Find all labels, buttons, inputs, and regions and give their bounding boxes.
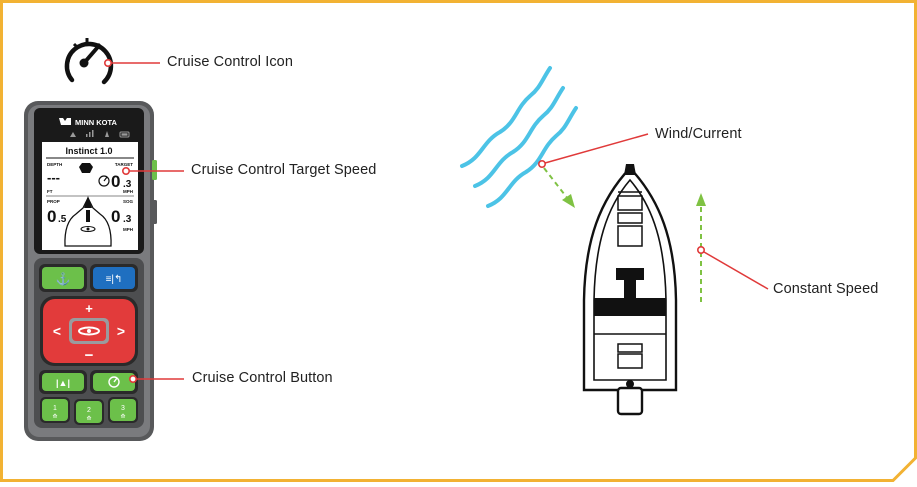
preset-2-button[interactable] — [76, 401, 102, 423]
cruise-control-gauge-icon — [64, 38, 114, 85]
callout-cruise-control-button: Cruise Control Button — [192, 370, 333, 386]
battery-icon — [119, 131, 130, 138]
menu-back-button[interactable] — [93, 267, 135, 289]
screen-title: Instinct 1.0 — [65, 146, 112, 156]
outboard-motor — [616, 386, 644, 416]
prop-icon — [78, 326, 100, 336]
menu-back-icon: ≡|↰ — [106, 274, 123, 285]
callout-line-wind-current — [537, 133, 649, 169]
sog-unit: MPH — [123, 227, 133, 232]
wave-1 — [460, 66, 552, 168]
target-speed-decimal: .3 — [123, 179, 132, 190]
preset-3-button[interactable] — [110, 399, 136, 421]
target-speed-value: 0 — [111, 172, 120, 191]
wave-2 — [473, 86, 565, 188]
signal-icon — [86, 134, 88, 137]
minus-button[interactable]: − — [85, 347, 94, 364]
wave-3 — [486, 106, 578, 208]
prop-value: 0 — [47, 207, 56, 226]
sog-label: SOG — [123, 199, 134, 204]
remote-control: MINN KOTA Instinct 1.0 DEPTH --- FT TARG… — [24, 101, 157, 441]
preset-1-button[interactable] — [42, 399, 68, 421]
callout-line-cruise-button — [129, 374, 184, 383]
seat-bench — [594, 298, 666, 316]
preset-2-label: 2 — [87, 407, 91, 414]
preset-3-label: 3 — [121, 405, 125, 412]
callout-constant-speed: Constant Speed — [773, 281, 879, 297]
preset-3-icon: ⟰ — [120, 413, 125, 420]
callout-wind-current: Wind/Current — [655, 126, 742, 142]
preset-1-icon: ⟰ — [52, 413, 57, 420]
left-button[interactable]: < — [53, 323, 61, 339]
preset-2-icon: ⟰ — [86, 415, 91, 422]
gps-icon — [70, 132, 76, 137]
prop-decimal: .5 — [58, 214, 67, 225]
small-cruise-icon — [98, 175, 110, 187]
motor-icon — [105, 131, 109, 137]
side-button[interactable] — [152, 160, 157, 180]
bow-hatch — [617, 195, 643, 211]
prop-label: PROP — [47, 199, 60, 204]
cruise-button-icon — [108, 376, 120, 388]
boat-top-view — [582, 164, 678, 416]
depth-unit: FT — [47, 189, 53, 194]
minn-kota-logo: MINN KOTA — [59, 118, 118, 127]
callout-line-constant-speed — [696, 246, 769, 290]
motor-status-icon — [79, 163, 93, 173]
autopilot-icon: |▲| — [56, 378, 70, 388]
wind-current-waves — [460, 66, 578, 208]
svg-text:MINN KOTA: MINN KOTA — [75, 118, 118, 127]
depth-label: DEPTH — [47, 162, 62, 167]
side-button-lower[interactable] — [152, 200, 157, 224]
right-button[interactable]: > — [117, 323, 125, 339]
wind-current-arrow — [543, 167, 575, 208]
callout-line-target-speed — [122, 167, 184, 176]
screen-boat-icon — [64, 196, 112, 247]
preset-1-label: 1 — [53, 405, 57, 412]
autopilot-button[interactable] — [42, 373, 84, 391]
bow-cleat — [624, 164, 636, 175]
anchor-button[interactable] — [42, 267, 84, 289]
target-label: TARGET — [115, 162, 133, 167]
plus-button[interactable]: + — [85, 301, 93, 316]
target-unit: MPH — [123, 189, 133, 194]
sog-value: 0 — [111, 207, 120, 226]
depth-value: --- — [47, 170, 60, 185]
anchor-icon: ⚓ — [56, 272, 71, 286]
status-icons — [70, 130, 130, 138]
callout-line-cruise-icon — [104, 58, 160, 67]
sog-decimal: .3 — [123, 214, 132, 225]
callout-cruise-control-target-speed: Cruise Control Target Speed — [191, 162, 377, 178]
callout-cruise-control-icon: Cruise Control Icon — [167, 54, 294, 70]
console — [616, 268, 644, 280]
